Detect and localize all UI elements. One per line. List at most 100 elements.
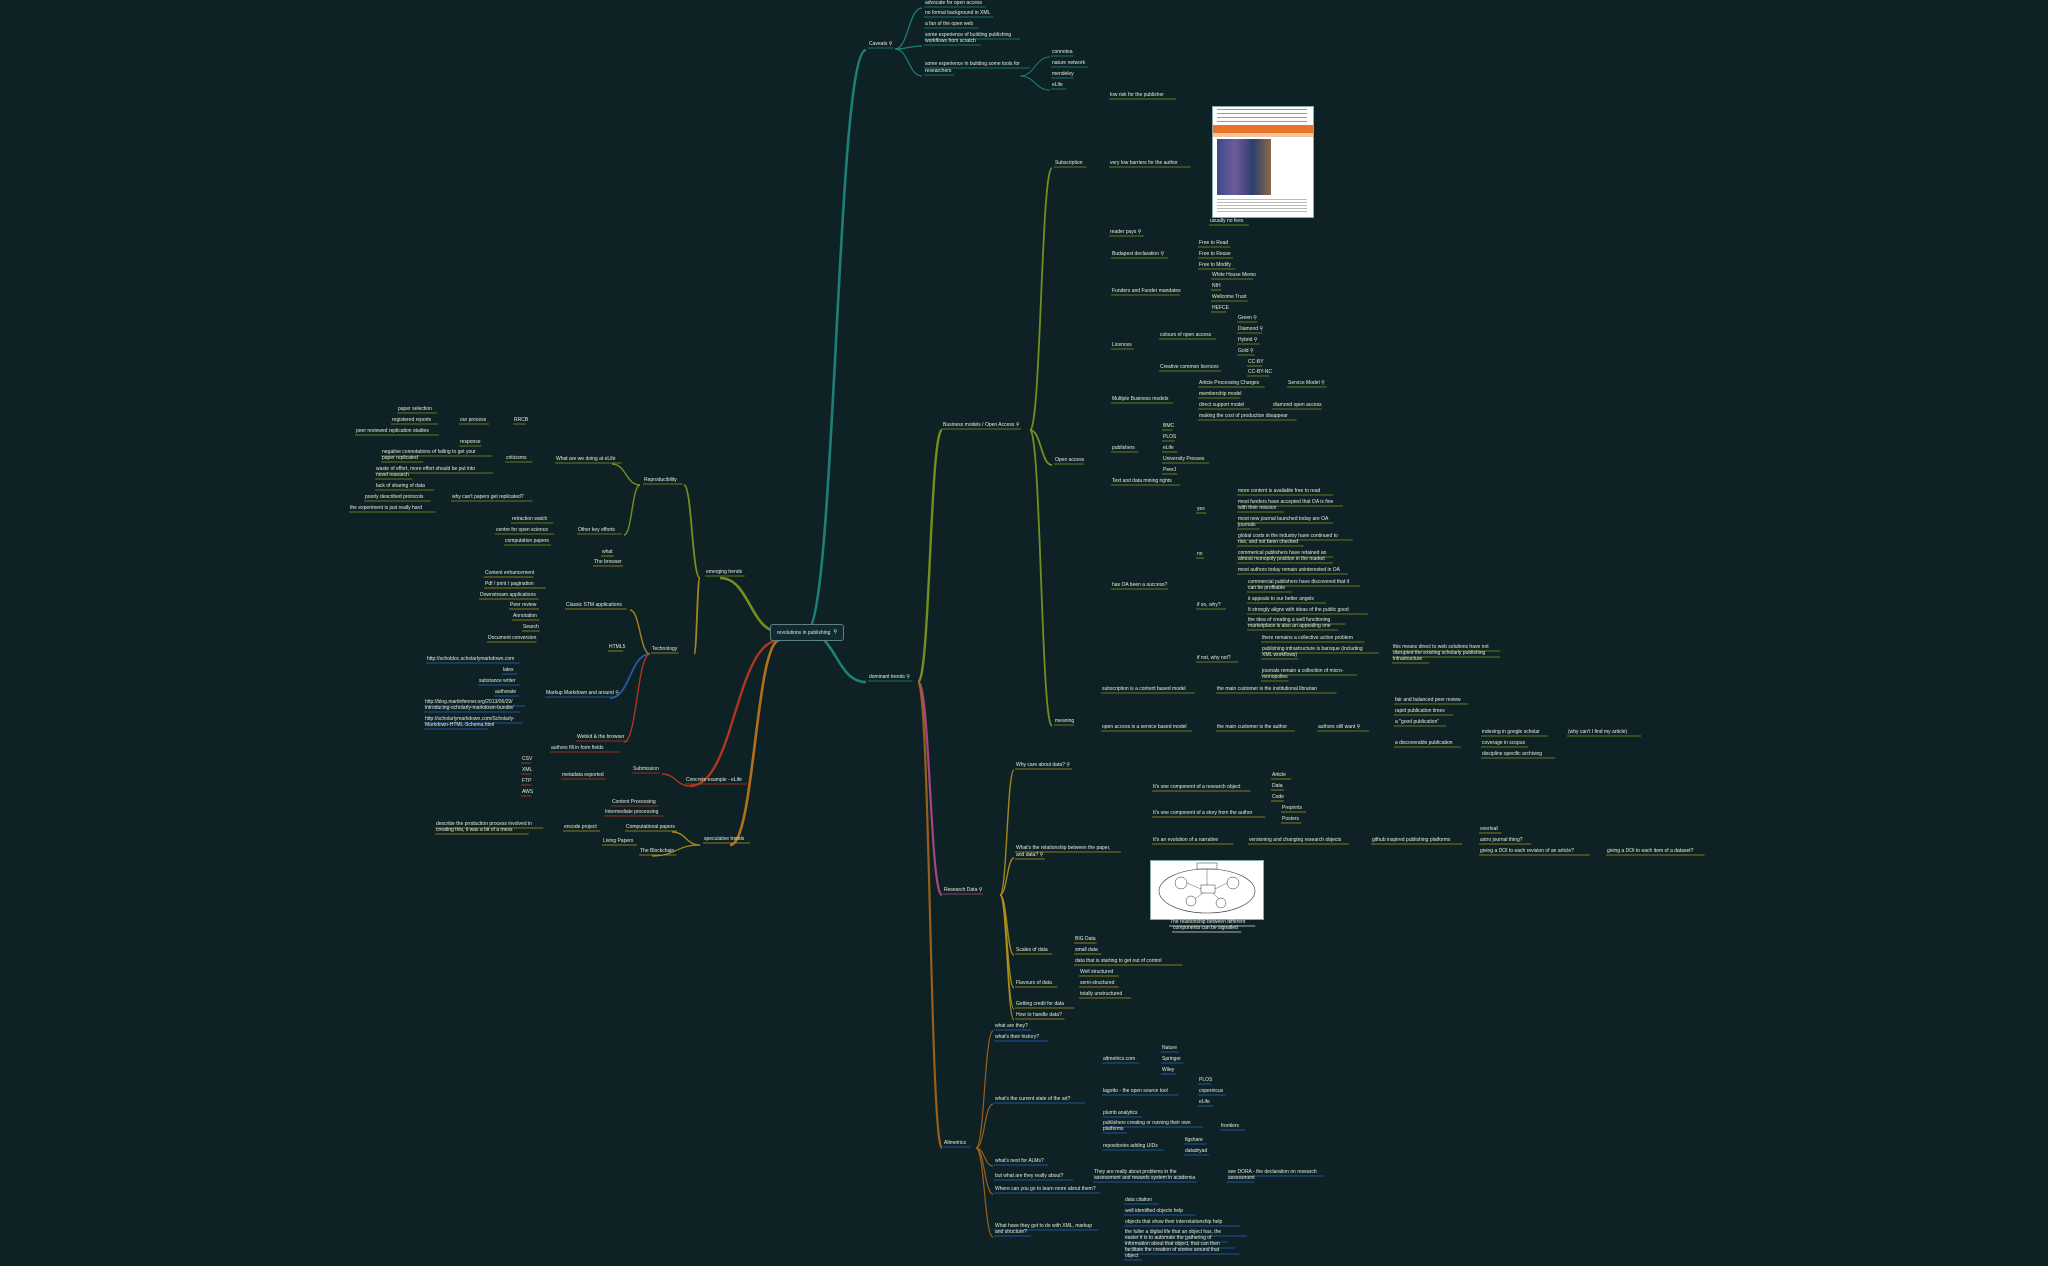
node-label[interactable]: monopolies	[1262, 674, 1288, 680]
node-label[interactable]: disrupted the existing scholarly publish…	[1393, 650, 1486, 656]
node-label[interactable]: Springer	[1162, 1056, 1181, 1062]
node-label[interactable]: Caveats ⚲	[869, 41, 893, 47]
node-label[interactable]: Flavours of data	[1016, 980, 1052, 986]
node-label[interactable]: assessment	[1228, 1175, 1255, 1181]
node-label[interactable]: commercial publishers have discovered th…	[1248, 579, 1350, 585]
node-label[interactable]: discipline specific archiving	[1482, 751, 1543, 757]
node-label[interactable]: The relationship between different	[1170, 919, 1246, 925]
node-label[interactable]: computation papers	[505, 538, 549, 544]
node-label[interactable]: astro journal thing?	[1480, 837, 1523, 843]
node-label[interactable]: direct support model	[1199, 402, 1245, 408]
node-label[interactable]: what's their history?	[995, 1034, 1040, 1040]
node-label[interactable]: reader pays ⚲	[1110, 229, 1142, 235]
node-label[interactable]: paper replicated	[382, 455, 418, 461]
node-label[interactable]: Free to Reuse	[1199, 251, 1231, 257]
node-label[interactable]: if not, why not?	[1197, 655, 1231, 661]
node-label[interactable]: what's next for ALMs?	[995, 1158, 1044, 1164]
node-label[interactable]: data that is starting to get out of cont…	[1075, 958, 1162, 964]
node-label[interactable]: metadata exported	[562, 772, 604, 778]
node-label[interactable]: criticisms	[506, 455, 527, 461]
node-label[interactable]: Classic STM applications	[566, 602, 622, 608]
node-label[interactable]: Text and data mining rights	[1112, 478, 1172, 484]
node-label[interactable]: HEFCE	[1212, 305, 1229, 311]
node-label[interactable]: Technology	[652, 646, 678, 652]
node-label[interactable]: authors still want ⚲	[1318, 724, 1361, 730]
node-label[interactable]: object	[1125, 1253, 1139, 1259]
node-label[interactable]: most authors today remain uninterested i…	[1238, 567, 1340, 573]
node-label[interactable]: retraction watch	[512, 516, 548, 522]
node-label[interactable]: versioning and changing research objects	[1249, 837, 1342, 843]
node-label[interactable]: CC-BY-NC	[1248, 369, 1272, 375]
node-label[interactable]: University Presses	[1163, 456, 1205, 462]
node-label[interactable]: Getting credit for data	[1016, 1001, 1065, 1007]
node-label[interactable]: CC-BY	[1248, 359, 1264, 365]
node-label[interactable]: but what are they really about?	[995, 1173, 1064, 1179]
node-label[interactable]: Webkit & the browser	[577, 734, 625, 740]
node-label[interactable]: meaning	[1055, 718, 1075, 724]
node-label[interactable]: data citation	[1125, 1197, 1152, 1203]
node-label[interactable]: Licences	[1112, 342, 1132, 348]
node-label[interactable]: what are they?	[995, 1023, 1028, 1029]
node-label[interactable]: see DORA - the declaration on research	[1228, 1169, 1317, 1175]
node-label[interactable]: marketplace is also an appealing one	[1248, 623, 1331, 629]
node-label[interactable]: Free to Modify	[1199, 262, 1231, 268]
node-label[interactable]: Computational papers	[626, 824, 675, 830]
node-label[interactable]: (why can't I find my article)	[1568, 729, 1628, 735]
node-label[interactable]: Subscription	[1055, 160, 1083, 166]
node-label[interactable]: http://scholdoc.scholarlymarkdown.com	[427, 656, 515, 662]
node-label[interactable]: colours of open access	[1160, 332, 1212, 338]
node-label[interactable]: response	[460, 439, 481, 445]
node-label[interactable]: there remains a collective action proble…	[1262, 635, 1353, 641]
node-label[interactable]: more content is available free to read	[1238, 488, 1321, 494]
node-label[interactable]: Pdf / print / pagination	[485, 581, 534, 587]
node-label[interactable]: yes	[1197, 506, 1205, 512]
node-label[interactable]: diamond open access	[1273, 402, 1322, 408]
node-label[interactable]: peer reviewed replication studies	[356, 428, 429, 434]
node-label[interactable]: registered reports	[392, 417, 432, 423]
node-label[interactable]: waste of effort, more effort should be p…	[376, 466, 476, 472]
node-label[interactable]: It's one component of a story from the a…	[1153, 810, 1253, 816]
node-label[interactable]: and data? ⚲	[1016, 852, 1044, 858]
node-label[interactable]: PLOS	[1163, 434, 1177, 440]
node-label[interactable]: Content enhancement	[485, 570, 535, 576]
node-label[interactable]: a discoverable publication	[1395, 740, 1453, 746]
node-label[interactable]: PeerJ	[1163, 467, 1177, 473]
node-label[interactable]: figshare	[1185, 1137, 1203, 1143]
node-label[interactable]: what's the current state of the art?	[995, 1096, 1071, 1102]
node-label[interactable]: the main customer is the institutional l…	[1217, 686, 1318, 692]
node-label[interactable]: It's one component of a research object	[1153, 784, 1241, 790]
node-label[interactable]: publishers	[1112, 445, 1135, 451]
node-label[interactable]: HTML5	[609, 644, 626, 650]
node-label[interactable]: Creative common licences	[1160, 364, 1219, 370]
node-label[interactable]: eLife	[1199, 1099, 1210, 1105]
root-node[interactable]: revolutions in publishing ⚲	[770, 624, 844, 641]
node-label[interactable]: no	[1197, 551, 1203, 557]
node-label[interactable]: our process	[460, 417, 487, 423]
node-label[interactable]: How to handle data?	[1016, 1012, 1062, 1018]
node-label[interactable]: lagotto - the open source tool	[1103, 1088, 1168, 1094]
node-label[interactable]: Hybrid ⚲	[1238, 337, 1258, 343]
node-label[interactable]: some experience in building some tools f…	[925, 61, 1020, 67]
node-label[interactable]: What are we doing at eLife	[556, 456, 616, 462]
node-label[interactable]: journals	[1238, 522, 1256, 528]
node-label[interactable]: BIG Data	[1075, 936, 1096, 942]
node-label[interactable]: poorly described protocols	[365, 494, 424, 500]
node-label[interactable]: publishing infrastructure is baroque (in…	[1262, 646, 1363, 652]
node-label[interactable]: Wiley	[1162, 1067, 1175, 1073]
node-label[interactable]: it appeals to our better angels	[1248, 596, 1314, 602]
node-label[interactable]: semi-structured	[1080, 980, 1115, 986]
node-label[interactable]: the experiment is just really hard	[350, 505, 422, 511]
node-label[interactable]: Markup Markdown and around ⚲	[546, 690, 619, 696]
node-label[interactable]: Service Model ⚲	[1288, 380, 1325, 386]
node-label[interactable]: CSV	[522, 756, 533, 762]
node-label[interactable]: membership model	[1199, 391, 1242, 397]
node-label[interactable]: Concrete example - eLife	[686, 777, 742, 783]
node-label[interactable]: a "good publication"	[1395, 719, 1440, 725]
node-label[interactable]: overleaf	[1480, 826, 1498, 832]
node-label[interactable]: plumb analytics	[1103, 1110, 1138, 1116]
node-label[interactable]: It's an evolution of a narrative	[1153, 837, 1219, 843]
node-label[interactable]: Diamond ⚲	[1238, 326, 1264, 332]
node-label[interactable]: emerging trends	[706, 569, 743, 575]
node-label[interactable]: creating this, it was a bit of a mess	[436, 827, 513, 833]
node-label[interactable]: components can be signalled	[1173, 925, 1238, 931]
